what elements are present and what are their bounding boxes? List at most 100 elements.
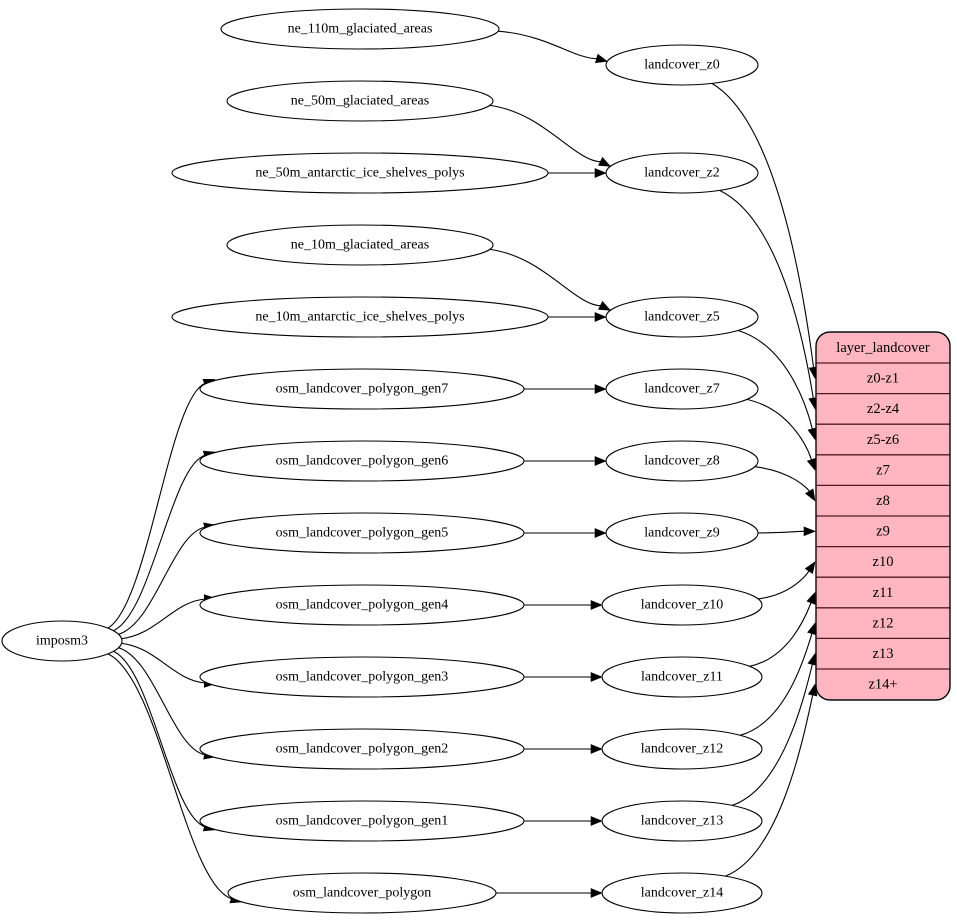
node-shape[interactable] xyxy=(199,728,525,770)
node-shape[interactable] xyxy=(227,872,497,914)
edge-line xyxy=(489,248,602,307)
edge-line xyxy=(758,570,810,600)
node-shape[interactable] xyxy=(220,8,500,50)
edge-arrowhead xyxy=(594,456,607,466)
edge-arrowhead xyxy=(590,816,603,826)
table-row[interactable] xyxy=(816,455,950,486)
node-ne_10m_antarctic_ice_shelves_polys[interactable]: ne_10m_antarctic_ice_shelves_polys xyxy=(171,296,549,338)
edge-line xyxy=(118,526,206,635)
edge-osm_landcover_polygon-to-landcover_z14 xyxy=(495,888,603,898)
edge-line xyxy=(107,653,233,900)
node-shape[interactable] xyxy=(199,800,525,842)
edge-osm_landcover_polygon_gen5-to-landcover_z9 xyxy=(524,528,607,538)
edge-line xyxy=(489,104,602,163)
edge-line xyxy=(711,82,815,368)
node-landcover_z2[interactable]: landcover_z2 xyxy=(605,152,759,194)
table-row[interactable] xyxy=(816,547,950,578)
edge-layer xyxy=(107,30,819,904)
edge-landcover_z12-to-row-z12 xyxy=(740,622,817,736)
node-shape[interactable] xyxy=(199,440,525,482)
node-shape[interactable] xyxy=(171,296,549,338)
node-landcover_z13[interactable]: landcover_z13 xyxy=(601,800,763,842)
edge-imposm3-to-osm_landcover_polygon_gen2 xyxy=(118,647,217,760)
node-shape[interactable] xyxy=(199,368,525,410)
table-row[interactable] xyxy=(816,485,950,516)
edge-osm_landcover_polygon_gen6-to-landcover_z8 xyxy=(524,456,607,466)
node-shape[interactable] xyxy=(605,512,759,554)
node-ne_50m_glaciated_areas[interactable]: ne_50m_glaciated_areas xyxy=(226,80,494,122)
node-osm_landcover_polygon_gen3[interactable]: osm_landcover_polygon_gen3 xyxy=(199,656,525,698)
edge-landcover_z10-to-row-z10 xyxy=(758,561,816,600)
node-shape[interactable] xyxy=(605,44,759,86)
edge-line xyxy=(757,530,805,534)
node-osm_landcover_polygon_gen4[interactable]: osm_landcover_polygon_gen4 xyxy=(199,584,525,626)
node-shape[interactable] xyxy=(1,620,123,662)
edge-arrowhead xyxy=(807,652,817,666)
edge-arrowhead xyxy=(804,561,816,574)
edge-arrowhead xyxy=(594,168,607,178)
edge-arrowhead xyxy=(805,488,816,502)
edge-arrowhead xyxy=(590,744,603,754)
table-row[interactable] xyxy=(816,669,950,700)
edge-arrowhead xyxy=(806,457,816,471)
node-shape[interactable] xyxy=(605,440,759,482)
node-shape[interactable] xyxy=(601,800,763,842)
node-landcover_z12[interactable]: landcover_z12 xyxy=(601,728,763,770)
table-row[interactable] xyxy=(816,516,950,547)
node-landcover_z10[interactable]: landcover_z10 xyxy=(601,584,763,626)
edge-line xyxy=(107,382,206,629)
node-landcover_z9[interactable]: landcover_z9 xyxy=(605,512,759,554)
table-row[interactable] xyxy=(816,577,950,608)
table-row[interactable] xyxy=(816,394,950,425)
edge-line xyxy=(121,642,206,684)
table-row[interactable] xyxy=(816,638,950,669)
node-landcover_z11[interactable]: landcover_z11 xyxy=(601,656,763,698)
node-landcover_z14[interactable]: landcover_z14 xyxy=(601,872,763,914)
edge-arrowhead xyxy=(594,384,607,394)
table-row[interactable] xyxy=(816,608,950,639)
node-shape[interactable] xyxy=(601,728,763,770)
node-shape[interactable] xyxy=(226,224,494,266)
edge-landcover_z7-to-row-z7 xyxy=(746,398,816,471)
node-shape[interactable] xyxy=(605,152,759,194)
edge-landcover_z13-to-row-z13 xyxy=(731,652,817,806)
node-osm_landcover_polygon_gen1[interactable]: osm_landcover_polygon_gen1 xyxy=(199,800,525,842)
node-landcover_z8[interactable]: landcover_z8 xyxy=(605,440,759,482)
table-row[interactable] xyxy=(816,363,950,394)
node-ne_110m_glaciated_areas[interactable]: ne_110m_glaciated_areas xyxy=(220,8,500,50)
node-ne_10m_glaciated_areas[interactable]: ne_10m_glaciated_areas xyxy=(226,224,494,266)
edge-line xyxy=(737,329,813,429)
edge-line xyxy=(121,598,206,640)
node-shape[interactable] xyxy=(605,296,759,338)
edge-ne_110m_glaciated_areas-to-landcover_z0 xyxy=(498,30,609,64)
node-osm_landcover_polygon_gen6[interactable]: osm_landcover_polygon_gen6 xyxy=(199,440,525,482)
node-landcover_z5[interactable]: landcover_z5 xyxy=(605,296,759,338)
node-imposm3[interactable]: imposm3 xyxy=(1,620,123,662)
node-landcover_z0[interactable]: landcover_z0 xyxy=(605,44,759,86)
node-shape[interactable] xyxy=(171,152,549,194)
node-shape[interactable] xyxy=(226,80,494,122)
node-shape[interactable] xyxy=(199,512,525,554)
edge-arrowhead xyxy=(807,427,817,441)
edge-arrowhead xyxy=(595,53,609,64)
node-layer: imposm3 ne_110m_glaciated_areas ne_50m_gla… xyxy=(1,8,763,914)
node-osm_landcover_polygon_gen7[interactable]: osm_landcover_polygon_gen7 xyxy=(199,368,525,410)
node-osm_landcover_polygon[interactable]: osm_landcover_polygon xyxy=(227,872,497,914)
node-shape[interactable] xyxy=(601,872,763,914)
node-shape[interactable] xyxy=(601,584,763,626)
node-shape[interactable] xyxy=(199,584,525,626)
node-osm_landcover_polygon_gen2[interactable]: osm_landcover_polygon_gen2 xyxy=(199,728,525,770)
edge-landcover_z11-to-row-z11 xyxy=(749,591,816,667)
node-osm_landcover_polygon_gen5[interactable]: osm_landcover_polygon_gen5 xyxy=(199,512,525,554)
node-landcover_z7[interactable]: landcover_z7 xyxy=(605,368,759,410)
edge-osm_landcover_polygon_gen1-to-landcover_z13 xyxy=(524,816,603,826)
node-shape[interactable] xyxy=(601,656,763,698)
node-shape[interactable] xyxy=(199,656,525,698)
node-ne_50m_antarctic_ice_shelves_polys[interactable]: ne_50m_antarctic_ice_shelves_polys xyxy=(171,152,549,194)
table-layer_landcover[interactable]: layer_landcoverz0-z1z2-z4z5-z6z7z8z9z10z… xyxy=(815,331,951,701)
edge-osm_landcover_polygon_gen4-to-landcover_z10 xyxy=(524,600,603,610)
table-row[interactable] xyxy=(816,424,950,455)
edge-arrowhead xyxy=(590,888,603,898)
node-shape[interactable] xyxy=(605,368,759,410)
